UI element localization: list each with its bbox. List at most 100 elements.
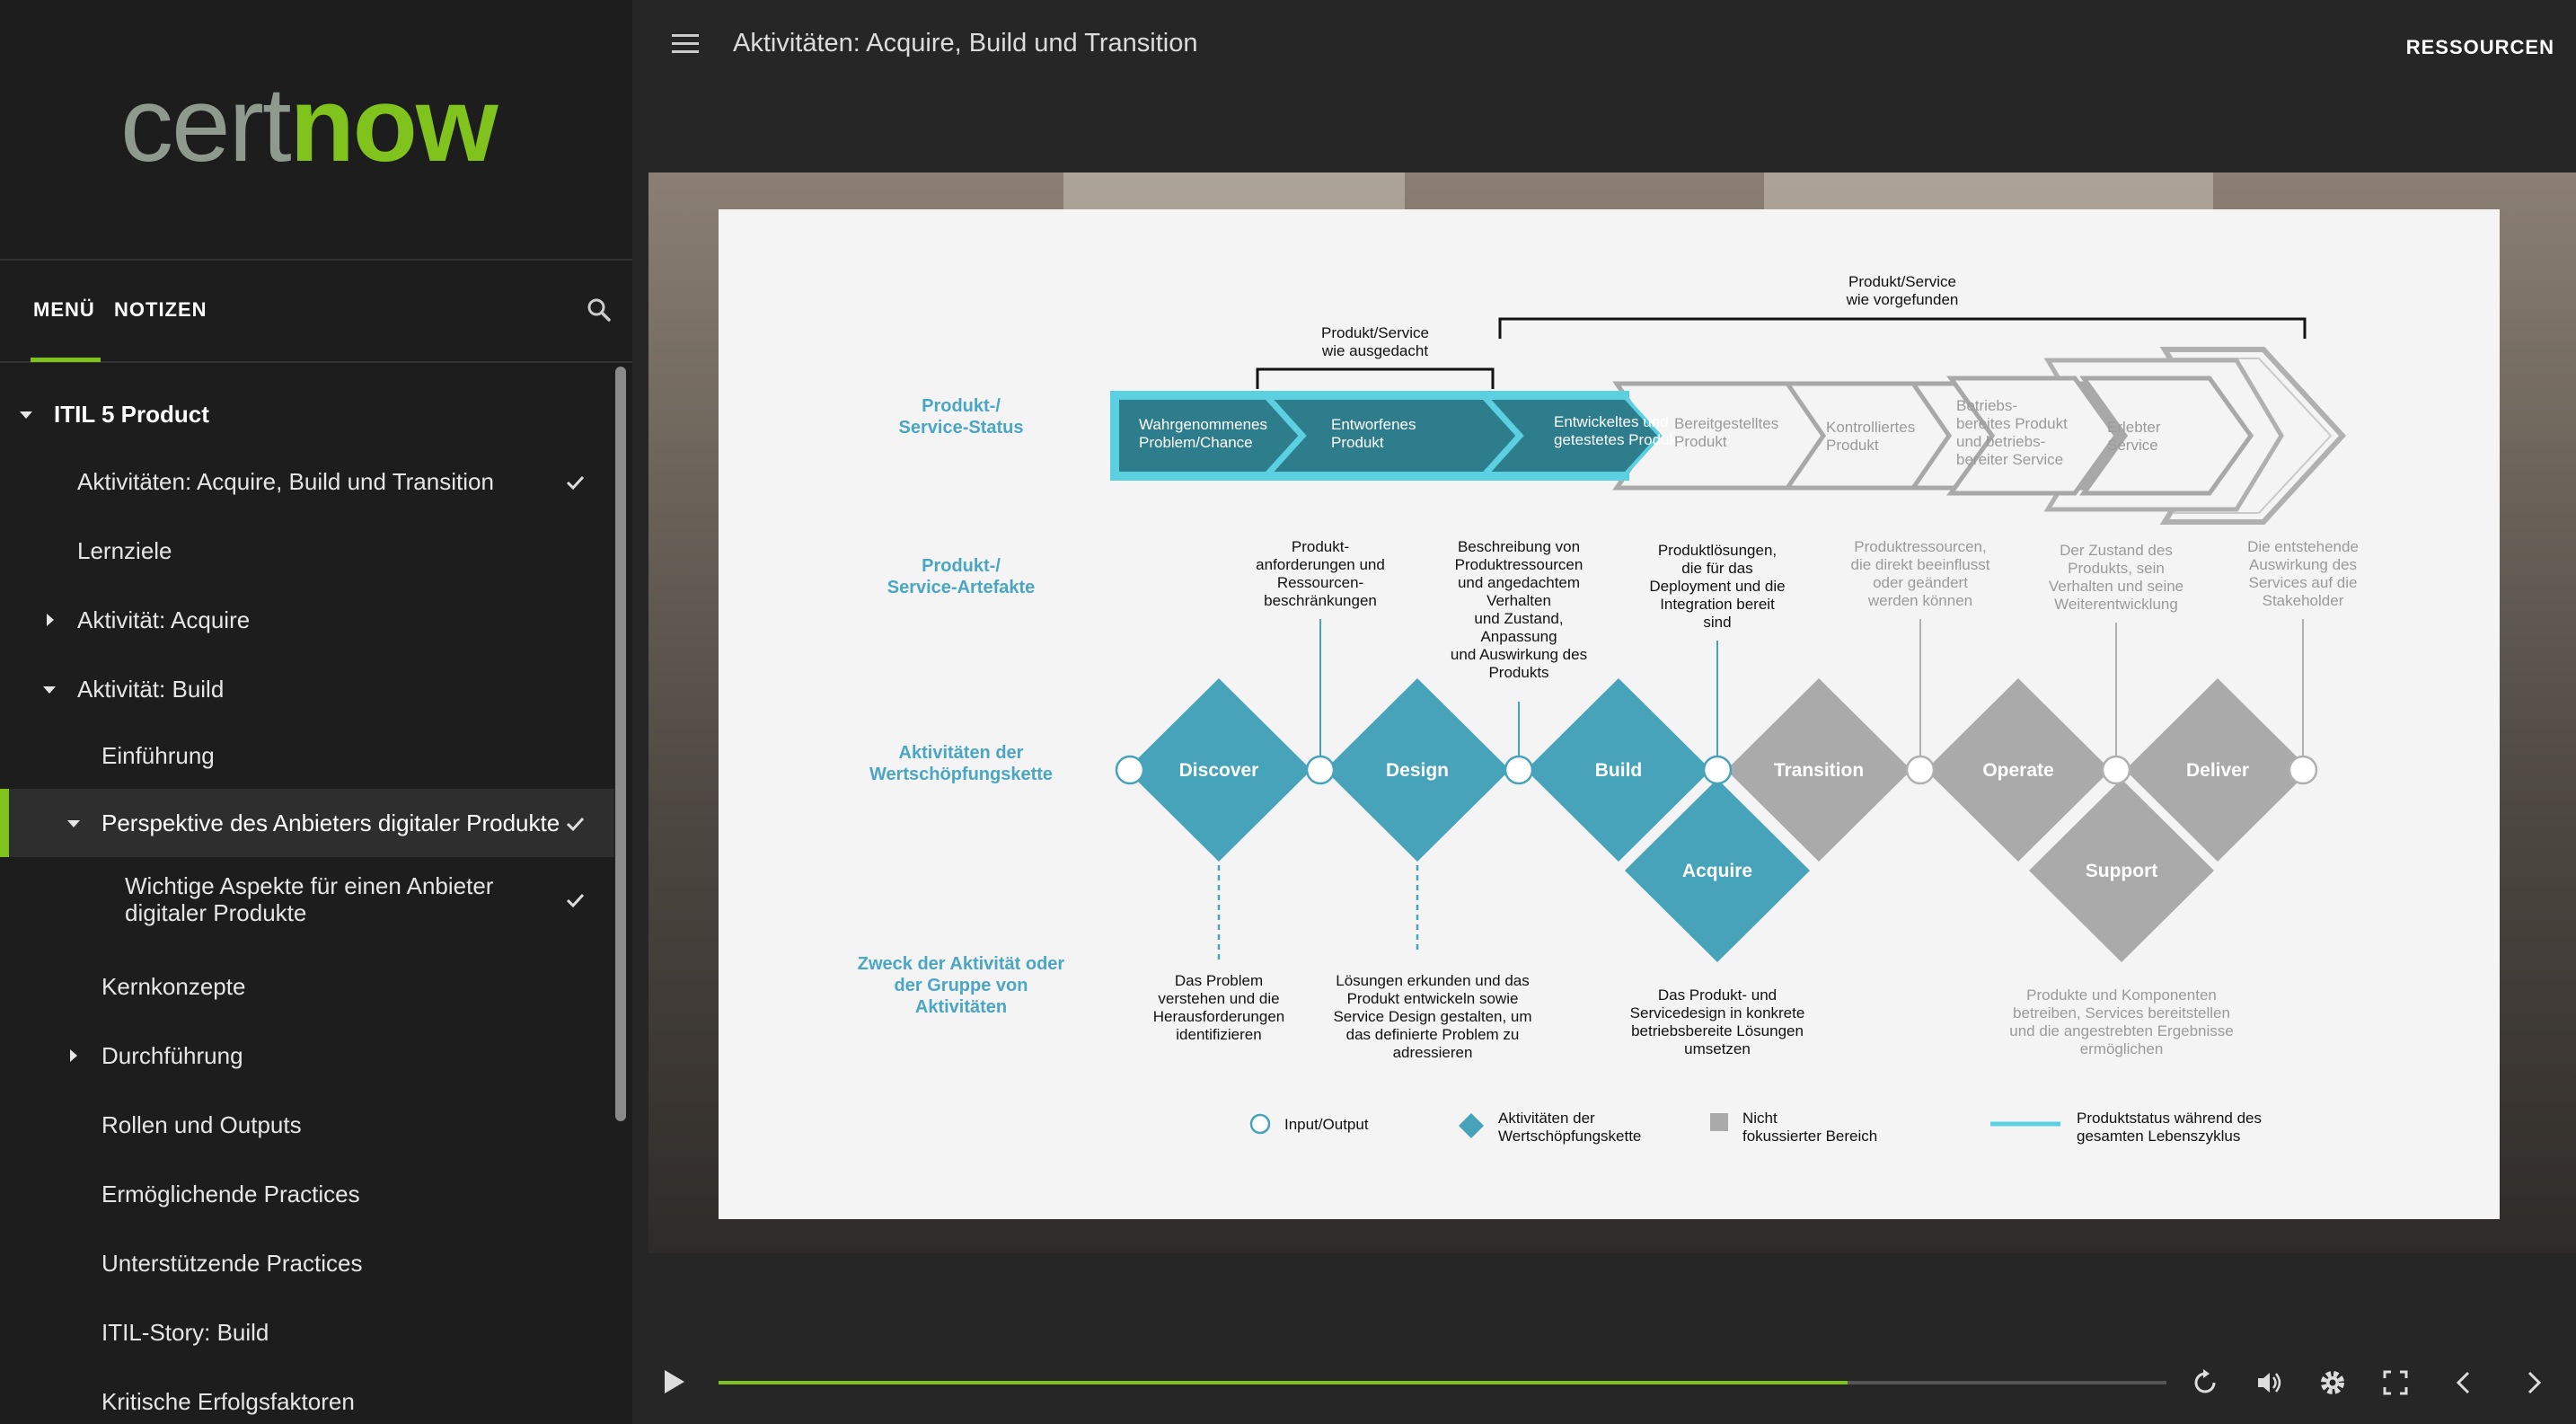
- purpose-4d: ermöglichen: [2080, 1040, 2164, 1057]
- row-label-purpose-2: der Gruppe von: [895, 976, 1028, 995]
- sidebar-item-perspektive-anbieter[interactable]: Perspektive des Anbieters digitaler Prod…: [0, 809, 614, 845]
- diamond-acquire: [1625, 779, 1810, 962]
- sidebar-item-lernziele[interactable]: Lernziele: [0, 537, 614, 573]
- progress-bar[interactable]: [719, 1381, 2166, 1384]
- sidebar: certnow MENÜ NOTIZEN ITIL 5 Product Akti…: [0, 0, 632, 1424]
- row-label-activities-1: Aktivitäten der: [899, 743, 1024, 763]
- hamburger-menu-icon[interactable]: [672, 34, 699, 54]
- menu-list: ITIL 5 Product Aktivitäten: Acquire, Bui…: [0, 365, 632, 1424]
- sidebar-item-label-line2: digitaler Produkte: [125, 899, 307, 926]
- diamond-operate: [1926, 678, 2111, 862]
- resources-button[interactable]: RESSOURCEN: [2405, 36, 2554, 58]
- checkmark-icon: [562, 470, 587, 495]
- chevron-down-icon[interactable]: [20, 411, 32, 419]
- sidebar-item-aktivitaet-build[interactable]: Aktivität: Build: [0, 676, 614, 712]
- volume-icon[interactable]: [2254, 1367, 2285, 1398]
- bracket-planned-label-1: Produkt/Service: [1321, 324, 1429, 341]
- sidebar-item-label: Rollen und Outputs: [101, 1111, 302, 1138]
- sidebar-item-label: Aktivität: Build: [77, 676, 225, 703]
- sidebar-item-label: ITIL-Story: Build: [101, 1319, 269, 1346]
- tab-notes[interactable]: NOTIZEN: [114, 298, 207, 321]
- artifact-5b: Produkts, sein: [2068, 560, 2165, 577]
- chevron-label-6b: bereites Produkt: [1956, 415, 2068, 432]
- artifact-6b: Auswirkung des: [2249, 556, 2357, 573]
- sidebar-item-label: Wichtige Aspekte für einen Anbieter: [125, 872, 494, 899]
- chevron-label-6a: Betriebs-: [1956, 397, 2017, 414]
- active-item-marker: [0, 789, 9, 857]
- chevron-down-icon[interactable]: [67, 820, 80, 827]
- artifact-3b: die für das: [1681, 560, 1752, 577]
- diamond-discover: [1126, 678, 1311, 862]
- legend-io-icon: [1249, 1113, 1271, 1135]
- fullscreen-icon[interactable]: [2380, 1367, 2411, 1398]
- chevron-label-2b: Produkt: [1331, 434, 1384, 451]
- previous-slide-icon[interactable]: [2448, 1367, 2479, 1398]
- chevron-down-icon[interactable]: [43, 686, 56, 694]
- activity-transition-label: Transition: [1774, 760, 1864, 781]
- artifact-5d: Weiterentwicklung: [2054, 596, 2178, 613]
- next-slide-icon[interactable]: [2519, 1367, 2549, 1398]
- sidebar-item-kernkonzepte[interactable]: Kernkonzepte: [0, 973, 614, 1009]
- chevron-betriebsbereites-produkt: [1946, 376, 2120, 496]
- diamond-build: [1526, 678, 1711, 862]
- sidebar-item-unterstuetzende-practices[interactable]: Unterstützende Practices: [0, 1250, 614, 1286]
- artifact-2d: Verhalten: [1486, 592, 1551, 609]
- io-point: [2288, 755, 2318, 785]
- sidebar-item-label: Kernkonzepte: [101, 973, 246, 1000]
- io-points: [1115, 755, 2318, 785]
- sidebar-item-kritische-erfolgsfaktoren[interactable]: Kritische Erfolgsfaktoren: [0, 1388, 614, 1424]
- settings-gear-icon[interactable]: [2317, 1367, 2348, 1398]
- artifact-connectors: [1319, 619, 2304, 761]
- progress-fill: [719, 1381, 1848, 1384]
- sidebar-item-label: Kritische Erfolgsfaktoren: [101, 1388, 355, 1415]
- artifact-2h: Produkts: [1488, 664, 1548, 681]
- artifact-5c: Verhalten und seine: [2049, 578, 2183, 595]
- chevron-label-7a: Erlebter: [2107, 419, 2161, 436]
- sidebar-item-label: Ermöglichende Practices: [101, 1181, 360, 1207]
- chevron-label-5a: Kontrolliertes: [1826, 419, 1915, 436]
- chevron-entwickeltes-produkt: [1483, 396, 1663, 475]
- purpose-4a: Produkte und Komponenten: [2026, 986, 2217, 1004]
- artifact-6d: Stakeholder: [2263, 592, 2344, 609]
- search-icon[interactable]: [586, 296, 613, 323]
- artifact-6a: Die entstehende: [2247, 538, 2359, 555]
- artifact-3e: sind: [1703, 614, 1731, 631]
- diamond-design: [1325, 678, 1510, 862]
- sidebar-item-ermoeglichende-practices[interactable]: Ermöglichende Practices: [0, 1181, 614, 1216]
- chevron-right-icon[interactable]: [70, 1049, 77, 1062]
- sidebar-item-aktivitaet-acquire[interactable]: Aktivität: Acquire: [0, 606, 614, 642]
- purpose-4b: betreiben, Services bereitstellen: [2013, 1004, 2230, 1022]
- chevron-label-5b: Produkt: [1826, 437, 1879, 454]
- sidebar-item-rollen-outputs[interactable]: Rollen und Outputs: [0, 1111, 614, 1147]
- purpose-connectors: [1217, 865, 1419, 960]
- sidebar-item-itil5-product[interactable]: ITIL 5 Product: [0, 401, 614, 437]
- chevron-label-3b: getestetes Produkt: [1554, 431, 1681, 448]
- checkmark-icon: [562, 888, 587, 913]
- sidebar-item-wichtige-aspekte[interactable]: Wichtige Aspekte für einen Anbieter digi…: [0, 872, 614, 935]
- artifact-4a: Produktressourcen,: [1854, 538, 1986, 555]
- play-icon[interactable]: [661, 1367, 688, 1396]
- sidebar-item-einfuehrung[interactable]: Einführung: [0, 742, 614, 778]
- scrollbar-thumb[interactable]: [615, 367, 626, 1121]
- io-point: [1905, 755, 1936, 785]
- row-label-purpose-1: Zweck der Aktivität oder: [858, 954, 1065, 974]
- purpose-4c: und die angestrebten Ergebnisse: [2009, 1022, 2234, 1039]
- purpose-1c: Herausforderungen: [1153, 1008, 1284, 1025]
- legend: [1249, 1113, 2060, 1138]
- sidebar-item-label: Aktivität: Acquire: [77, 606, 251, 633]
- artifact-2g: und Auswirkung des: [1451, 646, 1587, 663]
- diamond-deliver: [2125, 678, 2310, 862]
- sidebar-item-itil-story-build[interactable]: ITIL-Story: Build: [0, 1319, 614, 1355]
- artifact-2e: und Zustand,: [1474, 610, 1563, 627]
- replay-icon[interactable]: [2190, 1367, 2220, 1398]
- tab-menu[interactable]: MENÜ: [33, 298, 95, 321]
- checkmark-icon: [562, 811, 587, 836]
- chevron-right-icon[interactable]: [47, 614, 54, 626]
- legend-activity-label-1: Aktivitäten der: [1498, 1110, 1595, 1127]
- legend-unfocused-icon: [1710, 1113, 1728, 1131]
- sidebar-item-activities-acquire-build-transition[interactable]: Aktivitäten: Acquire, Build und Transiti…: [0, 468, 614, 504]
- main-content: Aktivitäten: Acquire, Build und Transiti…: [632, 0, 2576, 1424]
- sidebar-item-durchfuehrung[interactable]: Durchführung: [0, 1042, 614, 1078]
- legend-unfocused-label-2: fokussierter Bereich: [1742, 1128, 1877, 1145]
- status-chevrons: [1110, 358, 2284, 512]
